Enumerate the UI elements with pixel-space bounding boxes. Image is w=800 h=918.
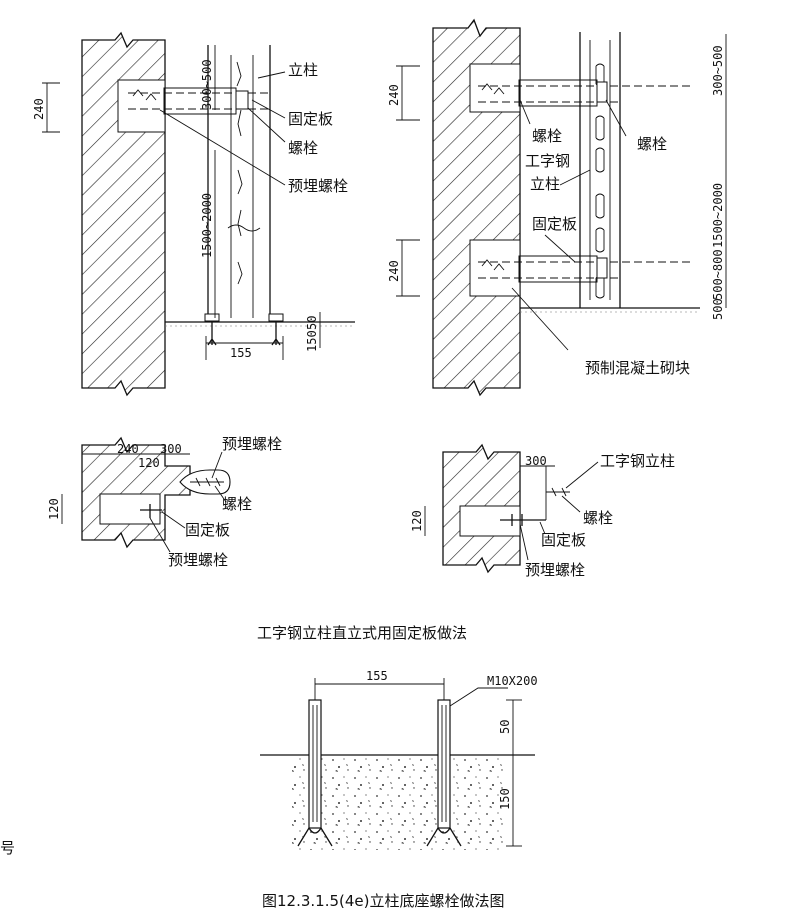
label-ibeam: 工字钢 [525, 152, 570, 170]
dim-base2: 150 [305, 330, 319, 352]
dim-150-5: 150 [498, 788, 512, 810]
label-precast-block: 预制混凝土砌块 [585, 359, 690, 377]
dim-240-3: 240 [117, 442, 139, 456]
dim-240b: 240 [387, 260, 401, 282]
bolt-assembly-2-top [478, 79, 690, 107]
dim-120-4: 120 [410, 510, 424, 532]
wall-section [81, 31, 166, 397]
wall-section-2 [432, 18, 521, 397]
label-ibeam-post-4: 工字钢立柱 [600, 452, 675, 470]
dim-155-5: 155 [366, 669, 388, 683]
label-plate: 固定板 [288, 110, 333, 128]
dim-top: 300~500 [200, 59, 214, 110]
dim-300-3: 300 [160, 442, 182, 456]
dim-mid: 1500~2000 [200, 193, 214, 258]
base-bolts-1 [204, 313, 284, 346]
label-bolt-3: 螺栓 [222, 495, 252, 513]
label-plate-3: 固定板 [185, 521, 230, 539]
post-1 [207, 45, 271, 322]
label-bolt-4: 螺栓 [583, 509, 613, 527]
ground-line [165, 321, 355, 327]
figure-2-ibeam-post: 螺栓 螺栓 工字钢 立柱 固定板 预制混凝土砌块 240 240 300~500… [387, 18, 727, 397]
margin-mark: 号 [0, 839, 15, 857]
dim-top-2: 300~500 [711, 45, 725, 96]
label-anchor-bolt: 预埋螺栓 [288, 177, 348, 195]
label-bolt-right: 螺栓 [637, 135, 667, 153]
dim-low-2: 500~800 [711, 249, 725, 300]
dim-50-5: 50 [498, 720, 512, 734]
figure-1-standalone-post: 立柱 固定板 螺栓 预埋螺栓 240 300~500 1500~2000 155… [32, 31, 355, 397]
figure-3-plan-view: 240 300 120 120 预埋螺栓 螺栓 固定板 预埋螺栓 [47, 435, 282, 569]
dim-240: 240 [32, 98, 46, 120]
caption-bottom: 图12.3.1.5(4e)立柱底座螺栓做法图 [262, 892, 505, 910]
dimensions-1: 240 300~500 1500~2000 155 50 150 [32, 45, 321, 360]
label-plate-4: 固定板 [541, 531, 586, 549]
dim-bot-2: 500 [711, 298, 725, 320]
label-bolt-left: 螺栓 [532, 127, 562, 145]
dim-mid-2: 1500~2000 [711, 183, 725, 248]
label-anchor-top-3: 预埋螺栓 [222, 435, 282, 453]
label-plate-2: 固定板 [532, 215, 577, 233]
dim-base: 50 [305, 316, 319, 330]
post-2 [579, 32, 621, 308]
figure-4-plan-view: 300 120 工字钢立柱 螺栓 固定板 预埋螺栓 [410, 443, 675, 579]
figure-5-base-bolt-detail: 155 M10X200 50 150 [260, 669, 538, 850]
ground-line-2 [520, 307, 700, 313]
bolt-assembly-1 [128, 87, 270, 115]
bolt-assembly-2-bottom [478, 255, 690, 283]
label-post-2: 立柱 [530, 175, 560, 193]
label-bolt-spec: M10X200 [487, 674, 538, 688]
label-bolt: 螺栓 [288, 139, 318, 157]
dim-width: 155 [230, 346, 252, 360]
label-anchor-bottom-3: 预埋螺栓 [168, 551, 228, 569]
label-anchor-4: 预埋螺栓 [525, 561, 585, 579]
dim-240a: 240 [387, 84, 401, 106]
dim-120a-3: 120 [138, 456, 160, 470]
dim-120b-3: 120 [47, 498, 61, 520]
caption-middle: 工字钢立柱直立式用固定板做法 [257, 624, 467, 642]
dim-300-4: 300 [525, 454, 547, 468]
dimensions-2: 240 240 300~500 1500~2000 500~800 500 [387, 34, 727, 320]
label-post: 立柱 [288, 61, 318, 79]
